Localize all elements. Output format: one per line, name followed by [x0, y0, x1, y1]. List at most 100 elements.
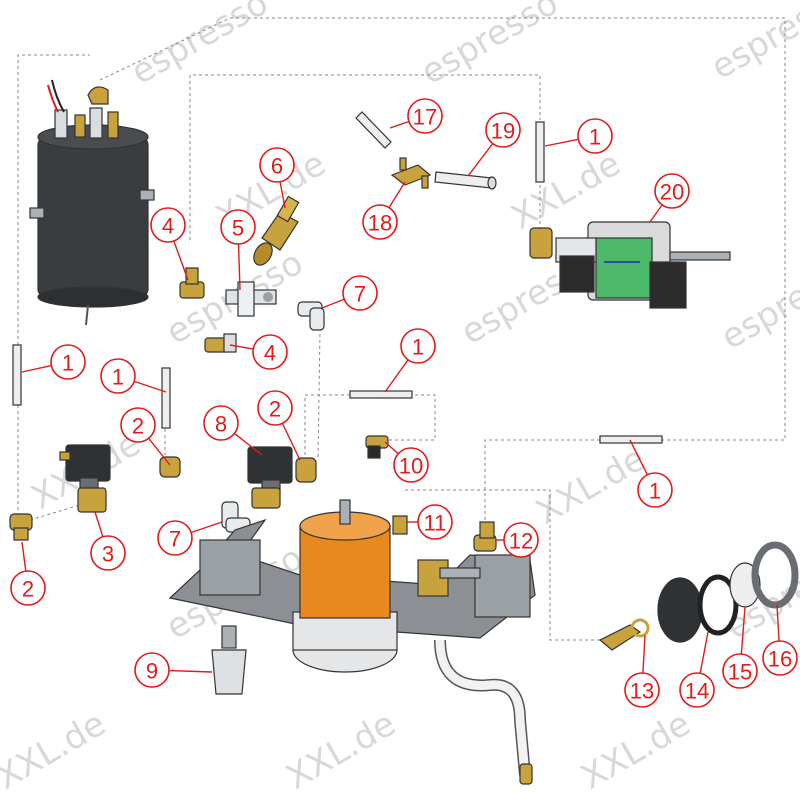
- callout-leader: [21, 541, 27, 572]
- elbow-fitting-12: [473, 521, 497, 552]
- elbow-fitting-left: [9, 513, 33, 541]
- callout-circle: [220, 209, 256, 245]
- callout-circle: [624, 672, 660, 708]
- callout-circle: [252, 334, 288, 370]
- callout-circle: [134, 652, 170, 688]
- watermark-text: XXL.de: [0, 704, 112, 798]
- callout-leader: [148, 437, 171, 466]
- callout-circle: [654, 173, 690, 209]
- callout-leader: [133, 380, 167, 393]
- callout-number: 19: [491, 119, 515, 144]
- clamp-ring: [751, 541, 799, 609]
- watermark-text: espresso: [715, 248, 800, 358]
- callout-leader: [384, 359, 409, 393]
- callout-y-connector: 18: [362, 181, 406, 240]
- plastic-elbow-upper: [297, 301, 325, 331]
- callout-leader: [388, 181, 406, 208]
- callout-leader: [467, 143, 494, 177]
- vibration-pump: [529, 221, 731, 309]
- boiler: [29, 79, 155, 326]
- callout-circle: [90, 535, 126, 571]
- callout-number: 2: [132, 414, 144, 439]
- callout-circle: [417, 504, 453, 540]
- callout-circle: [362, 204, 398, 240]
- callout-circle: [762, 640, 798, 676]
- callout-leader: [173, 240, 189, 281]
- callout-circle: [10, 570, 46, 606]
- callout-hose: 1: [544, 118, 613, 154]
- callout-vibration-pump: 20: [649, 173, 690, 223]
- short-tube: [355, 111, 392, 149]
- callout-number: 18: [368, 211, 392, 236]
- callout-number: 5: [232, 216, 244, 241]
- callout-nozzle-connector: 9: [134, 652, 213, 688]
- callout-leader: [321, 298, 345, 309]
- hose-center: [349, 390, 413, 399]
- callout-elbow-fitting: 2: [120, 407, 171, 466]
- callout-leader: [544, 138, 579, 147]
- callout-hose: 1: [100, 358, 167, 394]
- callout-number: 1: [649, 479, 661, 504]
- callout-number: 10: [399, 454, 423, 479]
- callout-number: 14: [685, 679, 709, 704]
- callout-hose: 1: [629, 439, 673, 508]
- watermark-text: espresso: [125, 0, 275, 93]
- gear-pump: [292, 499, 398, 673]
- callout-t-fitting: 5: [220, 209, 256, 291]
- callout-elbow-connector: 10: [384, 441, 429, 483]
- y-connector: [390, 157, 432, 189]
- watermark-text: XXL.de: [530, 439, 653, 533]
- callout-leader: [384, 441, 399, 455]
- brass-valve: [253, 195, 300, 266]
- callout-solenoid-valve: 3: [90, 511, 126, 571]
- callout-number: 7: [354, 282, 366, 307]
- callout-angle-fitting: 4: [229, 334, 288, 370]
- o-ring: [697, 574, 739, 636]
- callout-leader: [281, 423, 301, 461]
- callout-number: 13: [630, 679, 654, 704]
- hose-lower-left: [161, 367, 171, 429]
- callout-number: 4: [162, 214, 174, 239]
- callout-number: 15: [728, 660, 752, 685]
- callout-circle: [637, 472, 673, 508]
- watermark-text: XXL.de: [575, 704, 698, 798]
- callout-circle: [485, 112, 521, 148]
- elbow-fitting-mid: [159, 456, 181, 478]
- callout-spiral-valve: 13: [624, 634, 660, 708]
- callout-circle: [407, 98, 443, 134]
- callout-number: 9: [146, 659, 158, 684]
- callout-elbow-fitting: 2: [10, 541, 46, 606]
- callout-number: 1: [112, 365, 124, 390]
- callout-leader: [237, 243, 241, 291]
- callout-solenoid-valve: 8: [203, 405, 263, 456]
- elbow-connector: [365, 435, 389, 459]
- callout-leader: [190, 521, 223, 534]
- callout-circle: [157, 520, 193, 556]
- callout-leader: [649, 204, 663, 223]
- callout-circle: [259, 147, 295, 183]
- callout-elbow-fitting: 2: [257, 390, 301, 461]
- callout-number: 17: [413, 105, 437, 130]
- tube: [434, 171, 497, 190]
- callout-number: 3: [102, 542, 114, 567]
- callout-short-tube: 17: [389, 98, 443, 134]
- straight-fitting: [392, 515, 408, 535]
- callout-straight-fitting: 11: [407, 504, 453, 540]
- callout-leader: [229, 344, 254, 350]
- callout-angle-fitting: 4: [150, 207, 189, 281]
- connection-routes: [17, 17, 786, 641]
- plate-valve: [417, 559, 481, 597]
- callout-number: 7: [169, 527, 181, 552]
- callout-leader: [168, 669, 213, 673]
- nozzle-connector: [211, 625, 247, 695]
- callout-number: 2: [22, 577, 34, 602]
- callout-number: 20: [660, 180, 684, 205]
- route-right: [405, 439, 600, 641]
- callout-leader: [21, 364, 52, 373]
- callout-tube: 19: [467, 112, 521, 177]
- elbow-fitting-right: [295, 457, 317, 483]
- callout-circle: [100, 358, 136, 394]
- callout-leader: [699, 631, 709, 674]
